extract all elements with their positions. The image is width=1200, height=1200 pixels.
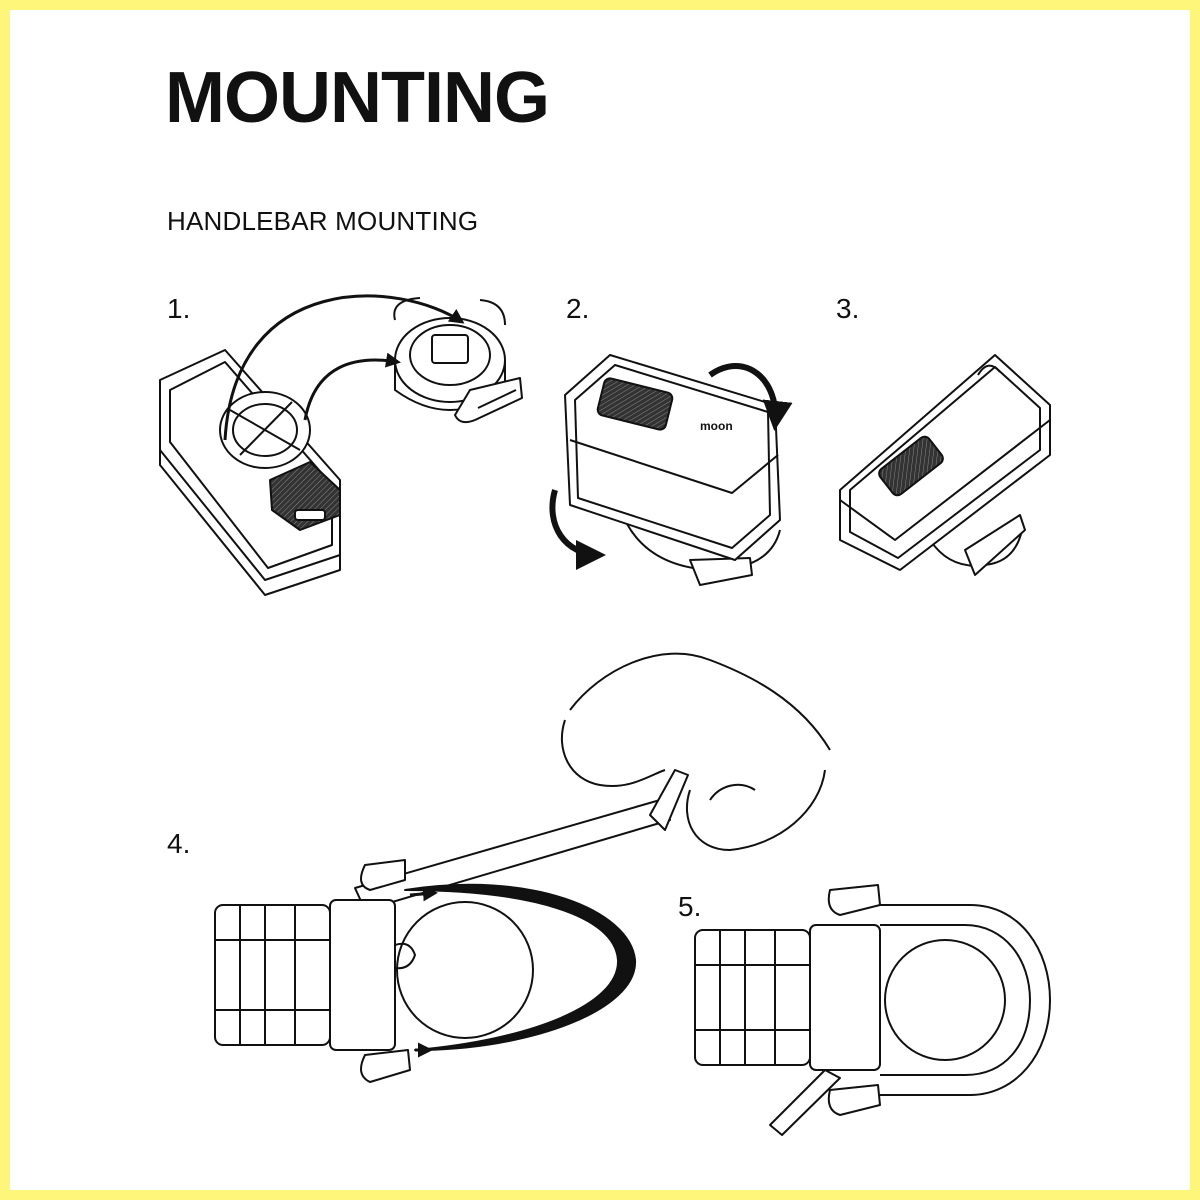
mounting-illustrations: moon: [159, 294, 1051, 1136]
step-3-number: 3.: [836, 293, 860, 324]
brand-logo: moon: [700, 419, 733, 433]
page-title: MOUNTING: [165, 58, 550, 138]
step-1-illustration: [159, 294, 523, 596]
step-2-illustration: moon: [549, 354, 793, 586]
step-4-number: 4.: [167, 828, 191, 859]
section-title: HANDLEBAR MOUNTING: [167, 206, 479, 236]
step-5-illustration: [694, 884, 1051, 1136]
step-1-number: 1.: [167, 293, 191, 324]
step-5-number: 5.: [678, 891, 702, 922]
step-2-number: 2.: [566, 293, 590, 324]
step-3-illustration: [839, 354, 1051, 576]
step-4-illustration: [214, 652, 831, 1083]
